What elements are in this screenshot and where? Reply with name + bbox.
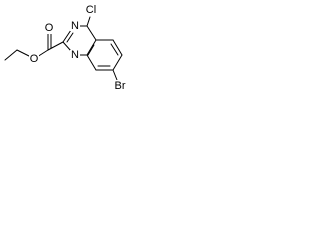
bond-c2-n3 [62,29,72,43]
bond-c4-cl [86,16,91,27]
bond-n1-c2 [62,41,72,52]
bond-c8-c8a [86,54,97,71]
bond-carbonyl-c2 [47,41,64,51]
bond-ethyl-ch2-o [16,49,32,58]
atom-o-ester: O [30,53,39,65]
bond-c5-c6-inner [110,43,119,56]
bond-c4-c4a [86,25,97,41]
atom-n-top: N [71,20,79,32]
bond-c4a-c8a-inner [87,44,95,56]
bond-c5-c6 [112,39,123,56]
atom-cl: Cl [86,4,96,16]
bond-ethyl-ch3 [4,49,18,61]
bond-c2-n3-inner [66,32,74,43]
atom-n-bottom: N [71,49,79,61]
bond-c7-br [112,69,118,81]
bond-c6-c7 [112,54,123,71]
bond-c4a-c8a [86,39,97,56]
atom-o-carbonyl: O [45,22,54,34]
atom-br: Br [115,80,126,92]
chemical-structure-diagram: O O N N Cl Br [4,4,128,92]
